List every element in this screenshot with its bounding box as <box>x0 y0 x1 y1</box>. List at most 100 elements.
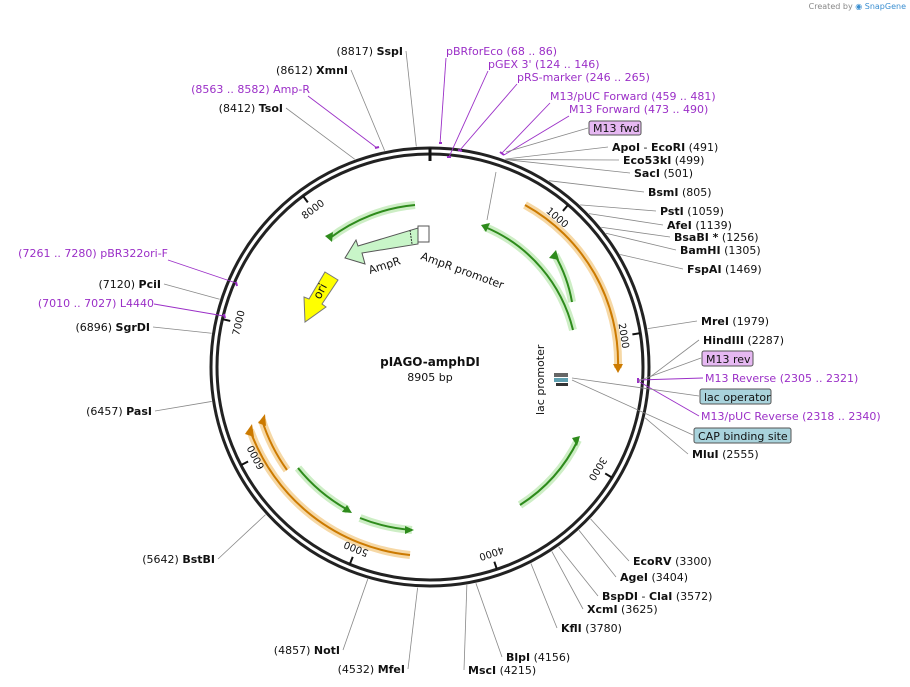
enzyme-position: (2287) <box>744 334 784 347</box>
primer-position: (2318 .. 2340) <box>799 410 881 423</box>
enzyme-name: ClaI <box>649 590 672 603</box>
enzyme-label: (8612) XmnI <box>276 64 348 77</box>
enzyme-leader-line <box>405 50 417 147</box>
primer-name: pBR322ori-F <box>100 247 168 260</box>
enzyme-name: Eco53kI <box>623 154 671 167</box>
enzyme-position: (3780) <box>582 622 622 635</box>
enzyme-label: MreI (1979) <box>701 315 769 328</box>
m13-fwd-label: M13 fwd <box>593 122 640 135</box>
tick-label: 2000 <box>616 322 631 349</box>
enzyme-label: (8412) TsoI <box>219 102 283 115</box>
ori-arrow <box>303 271 339 323</box>
enzyme-leader-line <box>551 551 584 610</box>
enzyme-label: AfeI (1139) <box>667 219 732 232</box>
enzyme-position: (4857) <box>274 644 314 657</box>
enzyme-position: (8412) <box>219 102 259 115</box>
enzyme-leader-line <box>506 159 631 174</box>
enzyme-position: (1979) <box>729 315 769 328</box>
enzyme-position: (4156) <box>530 651 570 664</box>
enzyme-position: (4215) <box>496 664 536 677</box>
enzyme-label: BlpI (4156) <box>506 651 570 664</box>
orange-arc-1 <box>524 204 620 369</box>
enzyme-name: SgrDI <box>116 321 150 334</box>
enzyme-label: MluI (2555) <box>692 448 759 461</box>
enzyme-position: (1256) <box>718 231 758 244</box>
tick-mark <box>240 460 249 467</box>
tick-label: 4000 <box>478 543 506 561</box>
enzyme-leader-line <box>163 283 220 300</box>
primer-position: (124 .. 146) <box>532 58 600 71</box>
primer-name: M13/pUC Reverse <box>701 410 799 423</box>
primer-label: M13 Forward (473 .. 490) <box>569 103 708 116</box>
primer-label: M13/pUC Reverse (2318 .. 2340) <box>701 410 881 423</box>
primer-label: (7010 .. 7027) L4440 <box>38 297 154 310</box>
primer-position: (68 .. 86) <box>503 45 557 58</box>
enzyme-leader-line <box>580 204 657 212</box>
enzyme-leader-line <box>152 326 212 334</box>
enzyme-name: NotI <box>314 644 340 657</box>
tick-mark <box>632 332 641 336</box>
enzyme-position: (491) <box>685 141 718 154</box>
enzyme-label: ApoI - EcoRI (491) <box>612 141 718 154</box>
enzyme-leader-line <box>620 254 684 270</box>
cap-site-box: CAP binding site <box>693 427 792 444</box>
enzyme-label: BsmI (805) <box>648 186 712 199</box>
green-arrowhead-5 <box>342 505 352 513</box>
enzyme-name: PstI <box>660 205 684 218</box>
primer-position: (2305 .. 2321) <box>776 372 858 385</box>
enzyme-position: (8817) <box>336 45 376 58</box>
primer-name: pRS-marker <box>517 71 582 84</box>
orange-arc-2 <box>249 429 411 556</box>
enzyme-position: (6457) <box>86 405 126 418</box>
enzyme-position: (7120) <box>98 278 138 291</box>
feature-leader-line <box>486 171 497 221</box>
credit-brand: SnapGene <box>864 2 906 11</box>
enzyme-name: BsaBI * <box>674 231 719 244</box>
enzyme-position: (1305) <box>721 244 761 257</box>
primer-leader-line <box>637 377 704 381</box>
enzyme-label: (8817) SspI <box>336 45 403 58</box>
enzyme-leader-line <box>475 583 503 658</box>
tick-mark <box>604 472 613 479</box>
enzyme-leader-line <box>605 232 677 251</box>
primer-leader-line <box>153 303 225 317</box>
ampr-arrow <box>344 227 419 265</box>
orange-arrowhead-3 <box>258 414 266 426</box>
primer-label: pRS-marker (246 .. 265) <box>517 71 650 84</box>
enzyme-name: BlpI <box>506 651 530 664</box>
enzyme-name: BamHI <box>680 244 721 257</box>
enzyme-label: (4857) NotI <box>274 644 340 657</box>
enzyme-position: (1059) <box>684 205 724 218</box>
primer-label: M13/pUC Forward (459 .. 481) <box>550 90 716 103</box>
ampr-promoter-box <box>417 225 430 243</box>
green-arrowhead-1 <box>325 232 333 242</box>
primer-label: (8563 .. 8582) Amp-R <box>191 83 310 96</box>
enzyme-label: SacI (501) <box>634 167 693 180</box>
cap-site-glyph <box>554 378 568 382</box>
primer-position: (8563 .. 8582) <box>191 83 273 96</box>
enzyme-label: (6457) PasI <box>86 405 152 418</box>
enzyme-label: EcoRV (3300) <box>633 555 712 568</box>
orange-arrowhead-2 <box>245 424 254 437</box>
primer-position: (459 .. 481) <box>648 90 716 103</box>
feature-leader-line <box>637 357 702 382</box>
enzyme-name: MscI <box>468 664 496 677</box>
enzyme-name: AgeI <box>620 571 648 584</box>
primer-position: (246 .. 265) <box>582 71 650 84</box>
primer-name: Amp-R <box>273 83 310 96</box>
enzyme-leader-line <box>217 514 266 560</box>
tick-mark <box>222 318 231 322</box>
enzyme-leader-line <box>601 226 671 238</box>
enzyme-position: (6896) <box>75 321 115 334</box>
enzyme-name: ApoI <box>612 141 640 154</box>
lac-promoter-label: lac promoter <box>534 344 547 415</box>
primer-mark <box>223 313 226 319</box>
plasmid-name: pIAGO-amphDI <box>380 355 480 369</box>
lac-operator-label: lac operator <box>704 391 771 404</box>
green-arc-glow-5 <box>294 465 350 514</box>
credit-prefix: Created by <box>808 2 853 11</box>
enzyme-name: EcoRV <box>633 555 672 568</box>
enzyme-leader-line <box>407 587 419 670</box>
enzyme-position: (501) <box>660 167 693 180</box>
enzyme-leader-line <box>647 320 698 330</box>
